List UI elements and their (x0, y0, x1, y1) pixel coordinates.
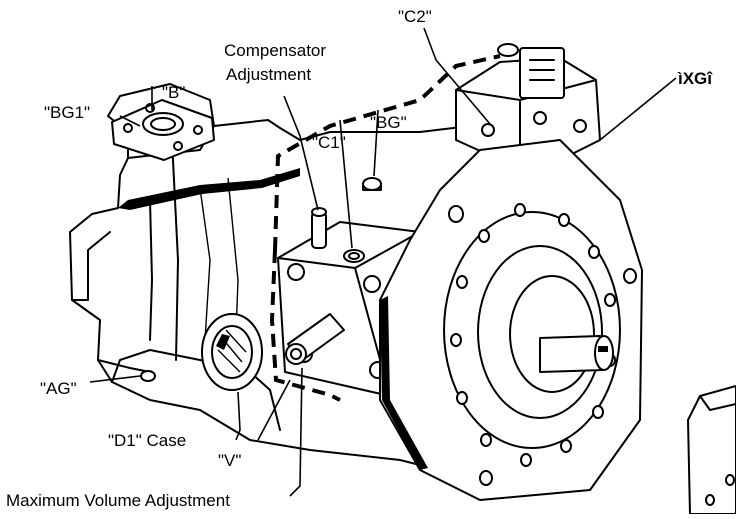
max-volume-leader (289, 367, 303, 497)
label-compensator-line1: Compensator (224, 41, 326, 60)
control-line-outline (269, 54, 501, 402)
label-c2: "C2" (398, 7, 432, 26)
xg-leader (599, 77, 677, 141)
front-flange (379, 139, 643, 501)
d1-case-port (201, 313, 263, 391)
second-pump-partial (687, 385, 736, 515)
label-b: "B" (162, 83, 185, 102)
label-bg: "BG" (370, 113, 407, 132)
label-compensator-line2: Adjustment (226, 65, 311, 84)
label-bg1: "BG1" (44, 103, 90, 122)
bg1-leader (119, 115, 141, 127)
c2-leader (423, 27, 491, 125)
label-v: "V" (218, 451, 241, 470)
d1-leader (235, 391, 241, 441)
leader-lines (89, 27, 677, 497)
label-d1-case: "D1" Case (108, 431, 186, 450)
solenoid-valve (455, 43, 601, 161)
label-max-volume: Maximum Volume Adjustment (6, 491, 230, 510)
callout-labels: "C2" Compensator Adjustment ìXGî "B" "BG… (6, 7, 713, 510)
bg-port (362, 177, 382, 191)
flange-bolt-holes (448, 203, 637, 486)
ag-port (140, 370, 156, 382)
c1-leader (339, 119, 353, 249)
v-leader (257, 379, 291, 441)
label-c1: "C1" (312, 133, 346, 152)
label-ag: "AG" (40, 379, 77, 398)
label-xg: ìXGî (677, 69, 713, 88)
port-b-flange (111, 99, 215, 161)
ag-leader (89, 375, 141, 383)
compensator-leader (283, 95, 319, 211)
bg-leader (373, 109, 379, 177)
